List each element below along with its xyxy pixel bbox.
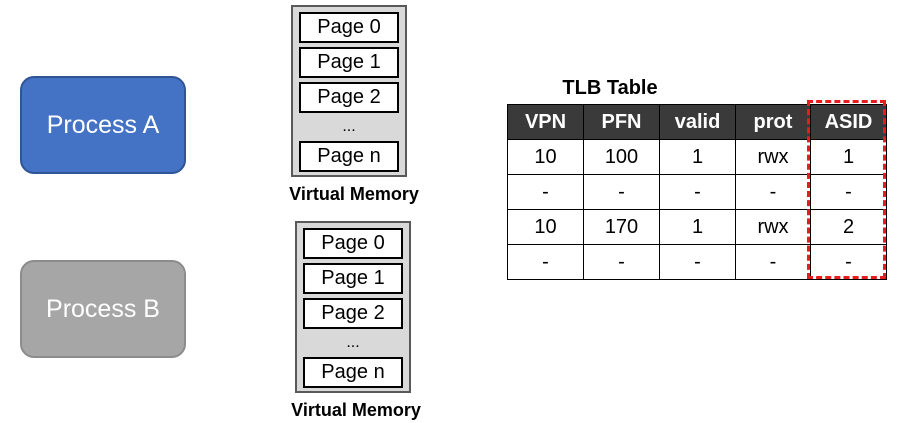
tlb-header-valid: valid (659, 104, 736, 140)
table-row: - - - - - (507, 174, 887, 210)
tlb-cell: - (583, 244, 660, 280)
table-row: - - - - - (507, 244, 887, 280)
vm-b-ellipsis: ... (346, 334, 360, 351)
vm-a-page-1: Page 1 (299, 47, 399, 78)
tlb-cell: 100 (583, 139, 660, 175)
tlb-cell: - (507, 174, 584, 210)
process-b-label: Process B (46, 294, 160, 323)
vm-a-page-n: Page n (299, 141, 399, 172)
vm-a-ellipsis: ... (342, 118, 356, 135)
tlb-cell: 2 (810, 209, 887, 245)
tlb-header-vpn: VPN (507, 104, 584, 140)
process-a-box: Process A (20, 76, 186, 174)
vm-b-caption: Virtual Memory (291, 400, 421, 420)
vm-b-page-0: Page 0 (303, 228, 403, 259)
table-row: 10 170 1 rwx 2 (507, 209, 887, 245)
tlb-cell: - (735, 174, 811, 210)
table-row: 10 100 1 rwx 1 (507, 139, 887, 175)
tlb-cell: - (583, 174, 660, 210)
process-a-label: Process A (46, 110, 160, 139)
vm-a-caption: Virtual Memory (289, 184, 419, 204)
tlb-cell: rwx (735, 209, 811, 245)
tlb-cell: - (810, 174, 887, 210)
tlb-header-row: VPN PFN valid prot ASID (507, 104, 887, 140)
tlb-cell: 10 (507, 209, 584, 245)
tlb-cell: - (507, 244, 584, 280)
tlb-table: VPN PFN valid prot ASID 10 100 1 rwx 1 -… (507, 104, 887, 280)
tlb-cell: 10 (507, 139, 584, 175)
tlb-header-asid: ASID (810, 104, 887, 140)
tlb-cell: 1 (810, 139, 887, 175)
tlb-cell: 170 (583, 209, 660, 245)
tlb-cell: rwx (735, 139, 811, 175)
tlb-cell: - (659, 244, 736, 280)
virtual-memory-b: Page 0 Page 1 Page 2 ... Page n (295, 221, 411, 393)
vm-b-page-2: Page 2 (303, 298, 403, 329)
tlb-cell: - (659, 174, 736, 210)
tlb-cell: 1 (659, 139, 736, 175)
virtual-memory-a: Page 0 Page 1 Page 2 ... Page n (291, 5, 407, 177)
process-b-box: Process B (20, 260, 186, 358)
tlb-header-prot: prot (735, 104, 811, 140)
vm-b-page-n: Page n (303, 357, 403, 388)
tlb-title: TLB Table (562, 77, 658, 99)
tlb-cell: 1 (659, 209, 736, 245)
vm-a-page-0: Page 0 (299, 12, 399, 43)
tlb-cell: - (810, 244, 887, 280)
vm-a-page-2: Page 2 (299, 82, 399, 113)
vm-b-page-1: Page 1 (303, 263, 403, 294)
tlb-header-pfn: PFN (583, 104, 660, 140)
tlb-cell: - (735, 244, 811, 280)
